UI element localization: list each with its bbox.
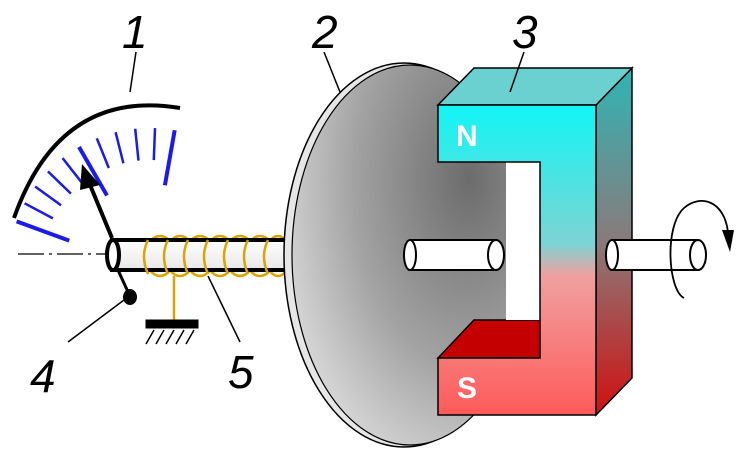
gauge-minor-tick xyxy=(61,157,84,185)
gauge-minor-tick xyxy=(47,170,72,195)
gauge-scale xyxy=(12,103,181,243)
south-pole-label: S xyxy=(457,372,477,405)
right-shaft xyxy=(605,239,707,271)
pivot-pin xyxy=(116,269,137,305)
spring-front xyxy=(142,239,270,275)
gauge-minor-tick xyxy=(24,202,54,220)
gauge-minor-tick xyxy=(133,128,140,161)
gauge-major-tick xyxy=(162,129,177,186)
callout-spring: 5 xyxy=(228,346,254,398)
gauge-minor-tick xyxy=(95,137,110,169)
gauge-minor-tick xyxy=(34,185,62,207)
callout-pivot: 4 xyxy=(30,350,56,402)
gauge-minor-tick xyxy=(152,128,157,161)
rotation-arrow-icon xyxy=(669,199,734,299)
gauge-major-tick xyxy=(77,146,109,197)
gauge-ticks xyxy=(15,128,177,243)
gauge-arc xyxy=(12,103,181,219)
disk-shaft xyxy=(403,239,505,271)
gauge-minor-tick xyxy=(114,131,125,164)
leader-lines xyxy=(67,51,525,343)
callout-disk: 2 xyxy=(311,6,338,58)
callout-gauge: 1 xyxy=(122,6,148,58)
pointer-needle-icon xyxy=(80,164,114,239)
north-pole-label: N xyxy=(456,120,478,153)
callout-magnet: 3 xyxy=(512,6,538,58)
ground-symbol-icon xyxy=(145,319,199,345)
gauge-major-tick xyxy=(15,219,70,243)
